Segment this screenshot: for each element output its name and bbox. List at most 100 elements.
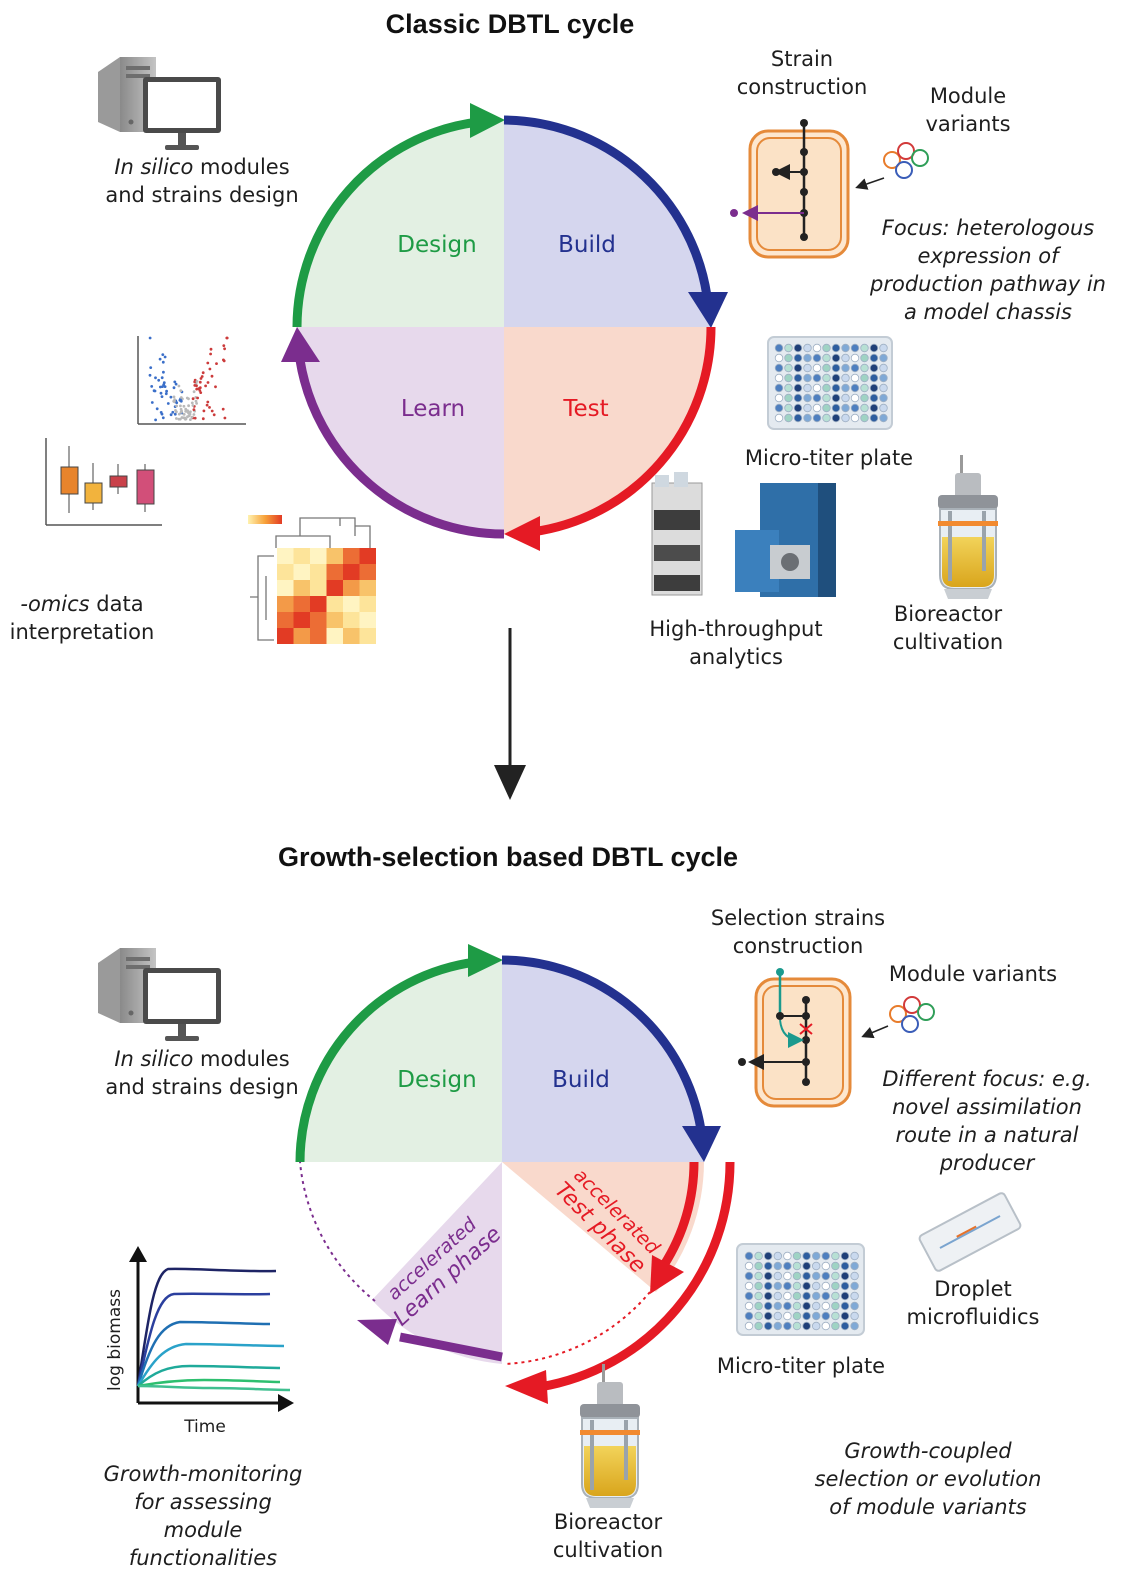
volcano-dot	[180, 409, 184, 413]
volcano-dot	[172, 395, 176, 399]
plate-well	[831, 343, 841, 353]
volcano-dot	[192, 413, 196, 416]
plate-well	[744, 1301, 754, 1311]
different-focus-line4: producer	[939, 1151, 1036, 1175]
build-arrowhead	[688, 292, 728, 328]
plate-well	[879, 413, 888, 423]
plate-well	[744, 1271, 754, 1281]
plate-well	[841, 403, 850, 413]
volcano-dot	[222, 359, 226, 363]
plate-well	[744, 1321, 754, 1331]
volcano-dot	[179, 399, 183, 403]
computer-icon-2	[98, 948, 221, 1041]
plate-well	[802, 1301, 811, 1311]
bioreactor-label: Bioreactor	[894, 602, 1003, 626]
volcano-dot	[169, 413, 173, 417]
growth-cycle-title: Growth-selection based DBTL cycle	[278, 842, 738, 872]
learn-sector-2	[372, 1162, 502, 1364]
plate-well	[840, 1291, 850, 1301]
design-label-2: Design	[397, 1067, 476, 1093]
heatmap-cell	[326, 596, 343, 612]
plate-well	[850, 1301, 859, 1311]
heatmap-cell	[310, 596, 327, 612]
heatmap-cell	[293, 612, 310, 628]
plate-well	[879, 383, 888, 393]
plate-well	[812, 1301, 821, 1311]
learn-arc-2	[399, 1332, 503, 1362]
plate-well	[783, 1261, 792, 1271]
volcano-dot	[196, 396, 200, 400]
plate-well	[850, 343, 860, 353]
plasmid-icon	[883, 142, 929, 179]
volcano-dot	[164, 392, 168, 396]
plate-well	[841, 373, 850, 383]
volcano-dot	[166, 402, 170, 405]
heatmap-cell	[277, 596, 294, 612]
microtiter-plate-label-2: Micro-titer plate	[717, 1354, 885, 1378]
test-long-arrowhead	[505, 1370, 548, 1404]
plate-well	[812, 1281, 821, 1291]
plate-well	[764, 1301, 773, 1311]
microtiter-plate-icon-2	[736, 1243, 865, 1336]
growth-monitoring-line4: functionalities	[129, 1546, 277, 1570]
plate-well	[879, 403, 888, 413]
volcano-dot	[193, 380, 197, 384]
volcano-dot	[148, 373, 152, 377]
plate-well	[850, 383, 860, 393]
heatmap-cell	[310, 564, 327, 580]
volcano-dot	[169, 395, 173, 399]
design-quadrant-2	[300, 960, 502, 1162]
plate-well	[764, 1271, 773, 1281]
plate-well	[831, 353, 841, 363]
cell-chassis-icon	[730, 119, 850, 259]
plate-well	[821, 1281, 830, 1291]
volcano-dot	[185, 396, 189, 400]
bioreactor-label-2: Bioreactor	[554, 1510, 663, 1534]
plate-well	[869, 353, 879, 363]
volcano-dot	[159, 385, 162, 389]
heatmap-cell	[293, 628, 310, 644]
volcano-dot	[172, 386, 176, 390]
volcano-dot	[195, 387, 199, 391]
plate-well	[812, 1261, 821, 1271]
plate-well	[793, 383, 803, 393]
volcano-dot	[192, 390, 196, 394]
volcano-dot	[189, 418, 192, 421]
plate-well	[850, 363, 860, 373]
volcano-dot	[183, 416, 187, 420]
plate-well	[821, 1251, 830, 1261]
plate-well	[869, 343, 879, 353]
plate-well	[869, 403, 879, 413]
volcano-dot	[210, 409, 214, 413]
plate-well	[860, 373, 869, 383]
growth-coupled-line1: Growth-coupled	[844, 1439, 1012, 1463]
heatmap-cell	[293, 564, 310, 580]
learn-arrowhead-2	[357, 1319, 397, 1345]
plate-well	[754, 1311, 763, 1321]
heatmap-cell	[343, 548, 360, 564]
heatmap-cell	[310, 548, 327, 564]
volcano-dot	[198, 380, 202, 384]
growth-curve-6	[137, 1378, 281, 1388]
plate-well	[850, 1271, 859, 1281]
volcano-dot	[179, 389, 183, 393]
volcano-dot	[161, 360, 165, 364]
heatmap-cell	[326, 612, 343, 628]
selection-strain-icon	[738, 968, 852, 1108]
plate-well	[840, 1321, 850, 1331]
plot-xlabel: Time	[183, 1417, 226, 1437]
volcano-dot	[161, 353, 165, 356]
heatmap-cell	[326, 628, 343, 644]
plate-well	[812, 1321, 821, 1331]
plate-well	[754, 1291, 763, 1301]
plate-well	[860, 363, 869, 373]
bioreactor-icon-2	[579, 1363, 641, 1509]
heatmap-cell	[326, 548, 343, 564]
plate-well	[812, 353, 822, 363]
plate-well	[803, 393, 812, 403]
plate-well	[879, 393, 888, 403]
volcano-dot	[199, 377, 203, 380]
plate-well	[812, 373, 822, 383]
plate-well	[812, 363, 822, 373]
plate-well	[803, 343, 812, 353]
